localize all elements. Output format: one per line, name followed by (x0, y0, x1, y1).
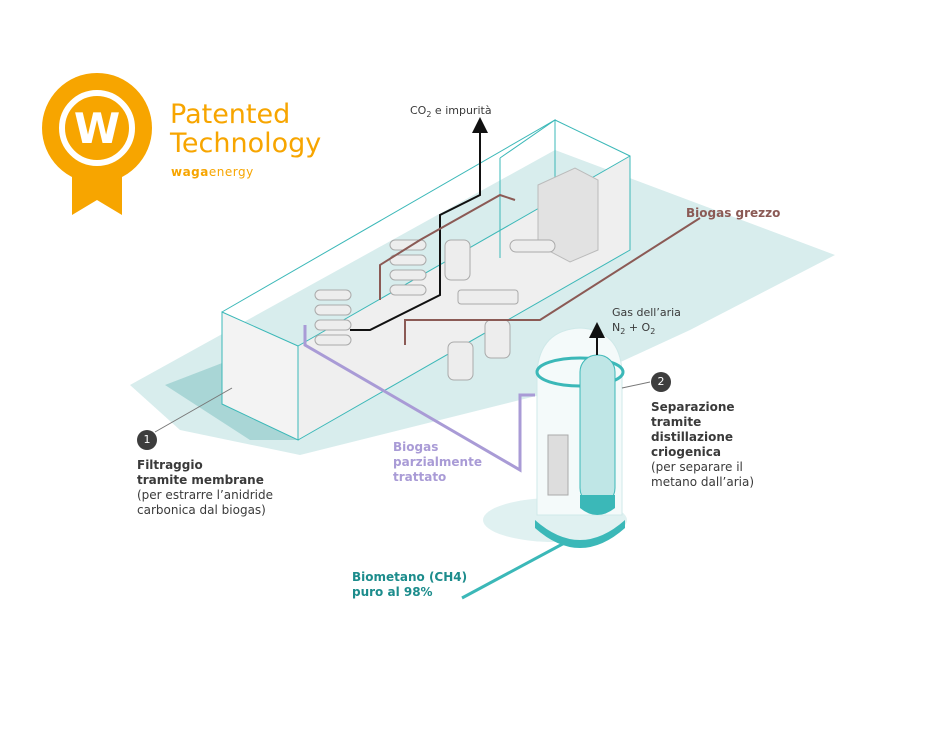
liquid-methane (580, 495, 615, 515)
step1-title2: tramite membrane (137, 473, 264, 487)
n-sub: 2 (620, 327, 626, 337)
biomethane-pipe (461, 538, 571, 600)
biomethane-line1: Biometano (CH4) (352, 570, 468, 584)
brand-bold: waga (171, 165, 209, 179)
biomethane-label: Biometano (CH4) puro al 98% (352, 570, 467, 600)
step2-title3: distillazione (651, 430, 734, 444)
raw-biogas-pipe2 (379, 193, 516, 300)
heat-exchanger (547, 434, 569, 496)
partial-line1: Biogas (393, 440, 439, 454)
plus-o: + O (625, 321, 651, 334)
raw-biogas-pipe (404, 217, 701, 345)
step-2-badge: 2 (651, 372, 671, 392)
leader-1 (154, 387, 233, 433)
biomethane-line2: puro al 98% (352, 585, 433, 599)
step2-title2: tramite (651, 415, 702, 429)
step2-title4: criogenica (651, 445, 721, 459)
air-gas-line1: Gas dell’aria (612, 306, 681, 319)
title-line1: Patented (170, 99, 291, 130)
leader-2 (621, 381, 651, 389)
co2-pipe (350, 117, 488, 331)
step2-desc2: metano dall’aria) (651, 475, 755, 489)
step1-desc1: (per estrarre l’anidride (137, 488, 273, 502)
cryo-base (535, 520, 625, 548)
title-line2: Technology (170, 128, 322, 159)
patent-badge-logo: W (42, 73, 152, 215)
air-gas-line2: N2 + O2 (612, 320, 681, 339)
co2-prefix: CO (410, 104, 427, 117)
partial-line2: parzialmente (393, 455, 482, 469)
step-2-text: Separazione tramite distillazione crioge… (651, 400, 754, 490)
co2-sub: 2 (426, 110, 432, 120)
raw-biogas-label: Biogas grezzo (686, 206, 781, 220)
co2-suffix: e impurità (431, 104, 492, 117)
partial-line3: trattato (393, 470, 447, 484)
step1-desc2: carbonica dal biogas) (137, 503, 266, 517)
partial-biogas-label: Biogas parzialmente trattato (393, 440, 482, 485)
n: N (612, 321, 621, 334)
step1-title1: Filtraggio (137, 458, 203, 472)
step-1-text: Filtraggio tramite membrane (per estrarr… (137, 458, 273, 518)
step-1-badge: 1 (137, 430, 157, 450)
co2-label: CO2 e impurità (410, 103, 492, 122)
svg-text:W: W (74, 104, 120, 153)
membrane-modules (314, 239, 556, 381)
partial-biogas-pipe (303, 325, 535, 473)
step2-desc1: (per separare il (651, 460, 743, 474)
brand-light: energy (208, 165, 254, 179)
brand-wordmark: wagaenergy (171, 165, 254, 179)
distillation-column (579, 354, 616, 506)
o-sub: 2 (650, 327, 656, 337)
step2-title1: Separazione (651, 400, 735, 414)
